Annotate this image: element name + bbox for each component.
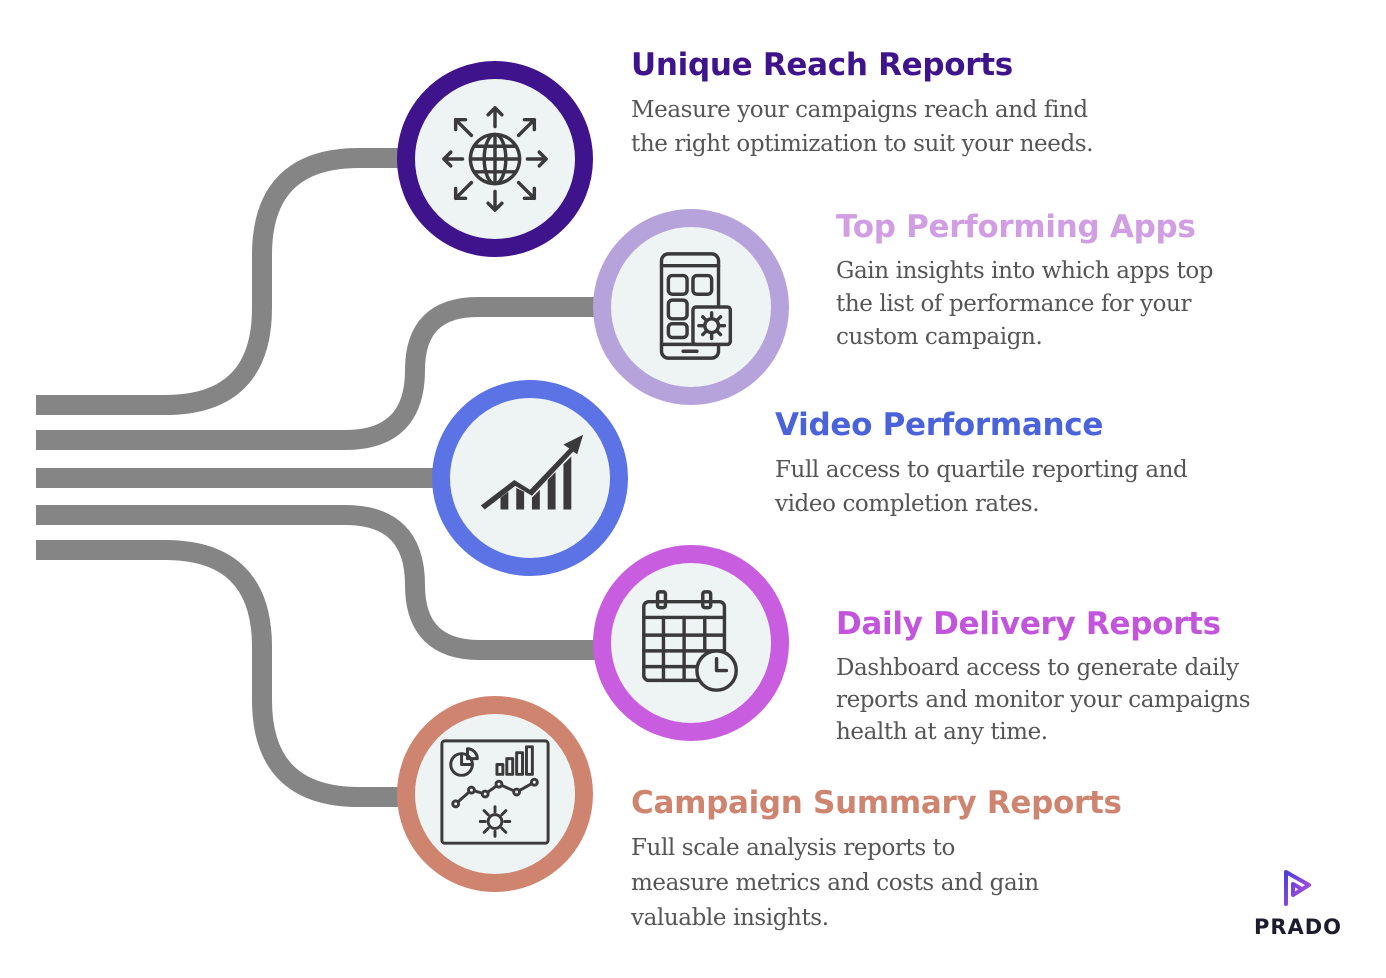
block-unique-reach: Unique Reach Reports Measure your campai… — [631, 47, 1094, 161]
desc-top-apps-line-1: Gain insights into which apps top — [836, 258, 1214, 284]
title-summary: Campaign Summary Reports — [631, 785, 1122, 821]
node-video — [432, 380, 628, 576]
calendar-clock-icon — [642, 590, 738, 692]
connector-daily — [36, 505, 610, 660]
globe-arrows-icon — [442, 106, 548, 212]
connector-top-apps — [36, 297, 610, 450]
desc-summary-line-3: valuable insights. — [631, 905, 829, 931]
desc-summary-line-2: measure metrics and costs and gain — [631, 870, 1039, 896]
connector-summary — [36, 540, 410, 807]
desc-unique-reach-line-1: Measure your campaigns reach and find — [631, 97, 1088, 123]
title-top-apps: Top Performing Apps — [836, 209, 1196, 245]
block-top-apps: Top Performing Apps Gain insights into w… — [836, 209, 1214, 354]
node-summary — [397, 696, 593, 892]
node-top-apps — [593, 209, 789, 405]
title-unique-reach: Unique Reach Reports — [631, 47, 1013, 83]
growth-chart-icon — [480, 434, 584, 510]
desc-summary-line-1: Full scale analysis reports to — [631, 835, 955, 861]
desc-unique-reach-line-2: the right optimization to suit your need… — [631, 131, 1094, 157]
desc-daily-line-3: health at any time. — [836, 719, 1048, 745]
connector-unique-reach — [36, 148, 410, 415]
title-daily: Daily Delivery Reports — [836, 606, 1221, 642]
desc-top-apps-line-3: custom campaign. — [836, 324, 1043, 350]
mobile-apps-gear-icon — [659, 252, 733, 360]
node-daily — [593, 545, 789, 741]
block-video: Video Performance Full access to quartil… — [775, 407, 1188, 521]
brand-name: PRADO — [1253, 915, 1343, 939]
block-daily: Daily Delivery Reports Dashboard access … — [836, 606, 1251, 748]
title-video: Video Performance — [775, 407, 1104, 443]
desc-top-apps-line-2: the list of performance for your — [836, 291, 1192, 317]
desc-video-line-1: Full access to quartile reporting and — [775, 457, 1188, 483]
node-unique-reach — [397, 61, 593, 257]
desc-daily-line-1: Dashboard access to generate daily — [836, 655, 1239, 681]
analytics-dashboard-icon — [440, 739, 550, 845]
block-summary: Campaign Summary Reports Full scale anal… — [631, 785, 1122, 936]
prado-logo-icon — [1284, 870, 1311, 906]
brand: PRADO — [1248, 868, 1348, 939]
desc-video-line-2: video completion rates. — [775, 491, 1040, 517]
desc-daily-line-2: reports and monitor your campaigns — [836, 687, 1251, 713]
